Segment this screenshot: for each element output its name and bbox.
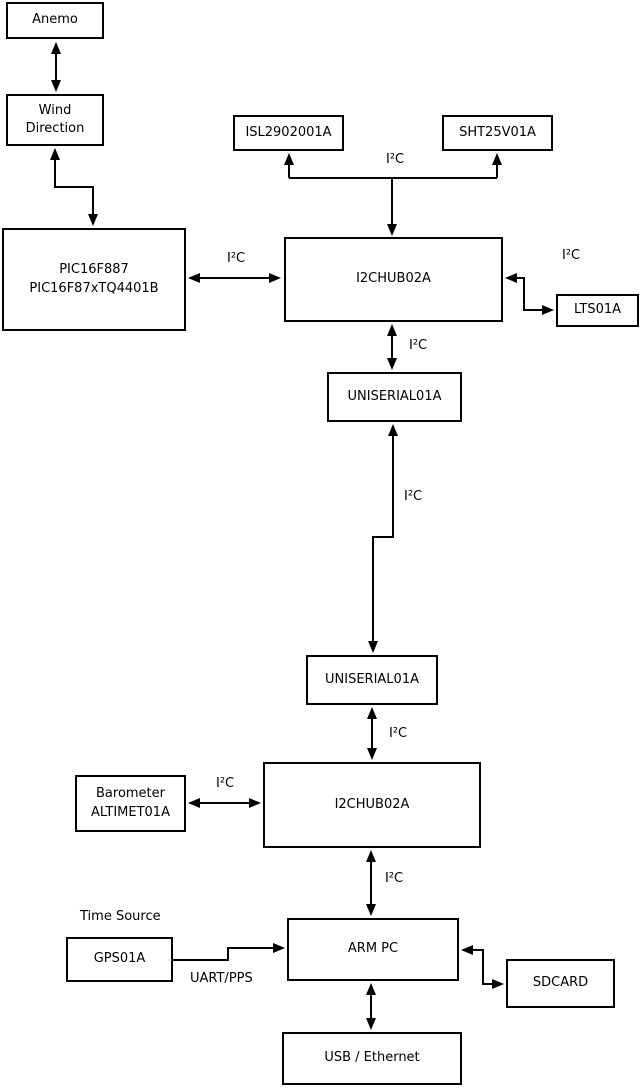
node-anemo-label: Anemo [32,12,78,28]
node-sdcard: SDCARD [506,959,615,1008]
node-barometer-altimet01a: Barometer ALTIMET01A [75,775,186,832]
node-i2chub02a-lower-label: I2CHUB02A [334,796,410,812]
node-pic16f887-label-line1: PIC16F887 [59,262,129,278]
node-uniserial01a-upper-label: UNISERIAL01A [347,388,442,404]
label-i2c-bus-top: I²C [386,152,405,167]
label-i2c-hub-armpc: I²C [385,871,404,886]
node-gps01a: GPS01A [66,937,173,982]
node-i2chub02a-upper-label: I2CHUB02A [356,271,431,287]
node-barometer-label-line1: Barometer [96,786,165,802]
node-uniserial01a-lower: UNISERIAL01A [306,655,438,705]
node-usb-ethernet: USB / Ethernet [282,1032,462,1085]
node-uniserial01a-lower-label: UNISERIAL01A [325,671,419,687]
edge-armpc-sdcard [461,945,504,989]
edge-gps-armpc [173,943,285,961]
label-i2c-uniserial-link: I²C [404,489,423,504]
node-isl2902001a-label: ISL2902001A [245,124,332,140]
label-i2c-hub-uniserial: I²C [409,338,428,353]
node-sht25v01a-label: SHT25V01A [459,124,536,140]
node-isl2902001a: ISL2902001A [233,115,344,151]
label-uart-pps: UART/PPS [190,971,253,986]
label-i2c-pic-hub: I²C [227,251,246,266]
node-gps01a-label: GPS01A [93,951,146,967]
node-wind-direction-label-line2: Direction [25,121,85,136]
node-lts01a-label: LTS01A [573,302,622,318]
node-anemo: Anemo [6,2,104,39]
node-wind-direction: Wind Direction [6,94,104,146]
node-arm-pc-label: ARM PC [347,941,399,957]
node-i2chub02a-lower: I2CHUB02A [263,762,481,848]
node-arm-pc: ARM PC [287,918,459,981]
node-barometer-label-line2: ALTIMET01A [91,804,170,820]
node-lts01a: LTS01A [556,294,639,327]
label-time-source: Time Source [80,909,161,924]
node-sht25v01a: SHT25V01A [442,115,553,151]
node-pic16f887-label-line2: PIC16F87xTQ4401B [29,280,159,296]
edge-i2chub-upper-lts [505,273,554,315]
edge-uniserial-long-link [368,424,398,653]
node-uniserial01a-upper: UNISERIAL01A [327,372,462,422]
node-pic16f887: PIC16F887 PIC16F87xTQ4401B [2,228,186,331]
node-wind-direction-label-line1: Wind [38,102,72,118]
node-i2chub02a-upper: I2CHUB02A [284,237,503,322]
node-sdcard-label: SDCARD [532,975,589,991]
node-usb-ethernet-label: USB / Ethernet [324,1050,420,1066]
edge-wind-direction-pic [50,148,98,226]
label-i2c-barometer-hub: I²C [216,776,235,791]
label-i2c-uniserial-hub: I²C [389,726,408,741]
label-i2c-hub-lts: I²C [562,248,581,263]
